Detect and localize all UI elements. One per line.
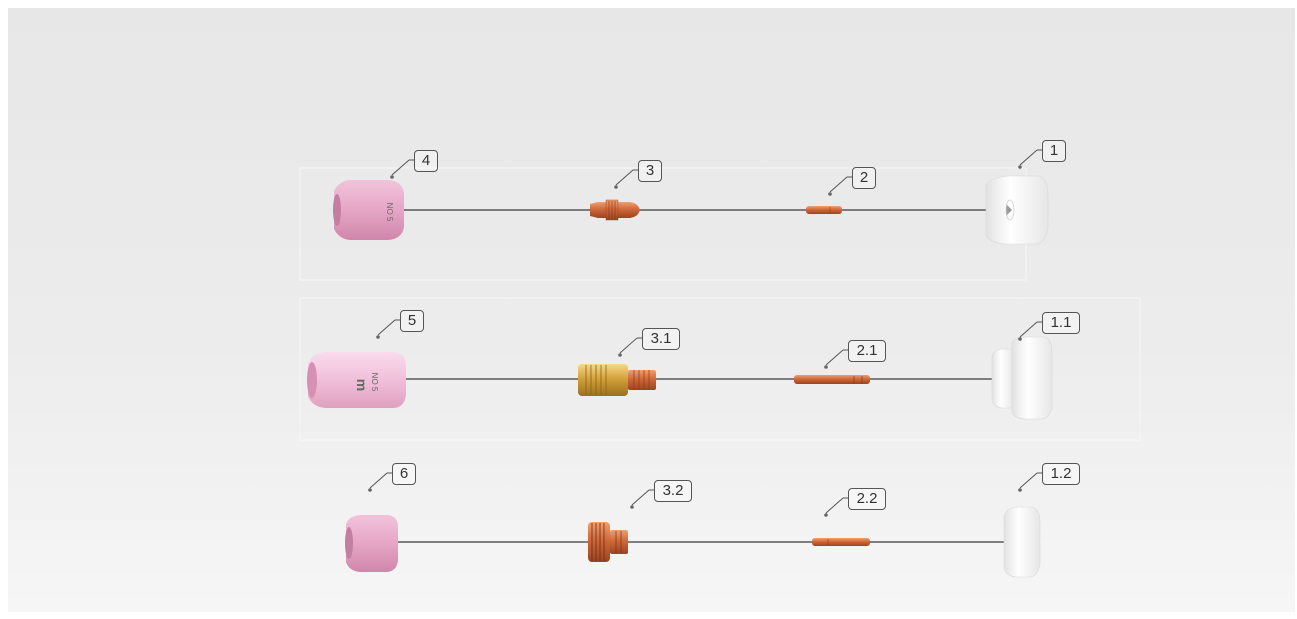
collet bbox=[806, 206, 842, 214]
callout-2-2: 2.2 bbox=[818, 482, 928, 532]
row-2: m NO 5 bbox=[307, 336, 1053, 420]
callout-label: 1.2 bbox=[1042, 463, 1080, 485]
callout-4: 4 bbox=[384, 144, 494, 194]
callout-label: 5 bbox=[400, 310, 424, 332]
back-cap-medium bbox=[991, 336, 1053, 420]
callout-2-1: 2.1 bbox=[818, 334, 928, 384]
callout-1: 1 bbox=[1012, 134, 1122, 184]
nozzle-logo: m bbox=[354, 379, 370, 391]
callout-3: 3 bbox=[608, 154, 718, 204]
callout-label: 2.2 bbox=[848, 488, 886, 510]
gas-nozzle-short bbox=[345, 515, 398, 572]
callout-5: 5 bbox=[370, 304, 480, 354]
nozzle-marking: NO 5 bbox=[385, 203, 394, 222]
callout-label: 2 bbox=[852, 167, 876, 189]
callout-2: 2 bbox=[822, 161, 932, 211]
nozzle-marking: NO 5 bbox=[370, 373, 379, 392]
callout-6: 6 bbox=[362, 457, 472, 507]
callout-label: 6 bbox=[392, 463, 416, 485]
gas-nozzle-gas-lens: m NO 5 bbox=[307, 352, 406, 408]
row-panel-2 bbox=[299, 297, 1141, 441]
callout-label: 1.1 bbox=[1042, 312, 1080, 334]
callout-label: 2.1 bbox=[848, 340, 886, 362]
callout-3-1: 3.1 bbox=[612, 322, 722, 372]
callout-label: 3 bbox=[638, 160, 662, 182]
callout-label: 3.2 bbox=[654, 480, 692, 502]
back-cap-short bbox=[985, 175, 1049, 245]
callout-label: 3.1 bbox=[642, 328, 680, 350]
row-1: NO 5 bbox=[333, 175, 1049, 245]
callout-label: 4 bbox=[414, 150, 438, 172]
gas-lens-compact bbox=[588, 522, 628, 562]
callout-1-1: 1.1 bbox=[1012, 306, 1122, 356]
diagram-canvas: NO 5 bbox=[8, 8, 1295, 612]
collet-body bbox=[590, 199, 640, 221]
gas-nozzle-standard: NO 5 bbox=[333, 180, 404, 240]
callout-3-2: 3.2 bbox=[624, 474, 734, 524]
callout-1-2: 1.2 bbox=[1012, 457, 1122, 507]
callout-label: 1 bbox=[1042, 140, 1066, 162]
row-3 bbox=[345, 506, 1041, 578]
collet-short bbox=[812, 538, 870, 546]
back-cap-flat bbox=[1003, 506, 1041, 578]
gas-lens-body bbox=[578, 364, 656, 396]
collet-long bbox=[794, 375, 870, 384]
exploded-view: NO 5 bbox=[299, 167, 1141, 578]
